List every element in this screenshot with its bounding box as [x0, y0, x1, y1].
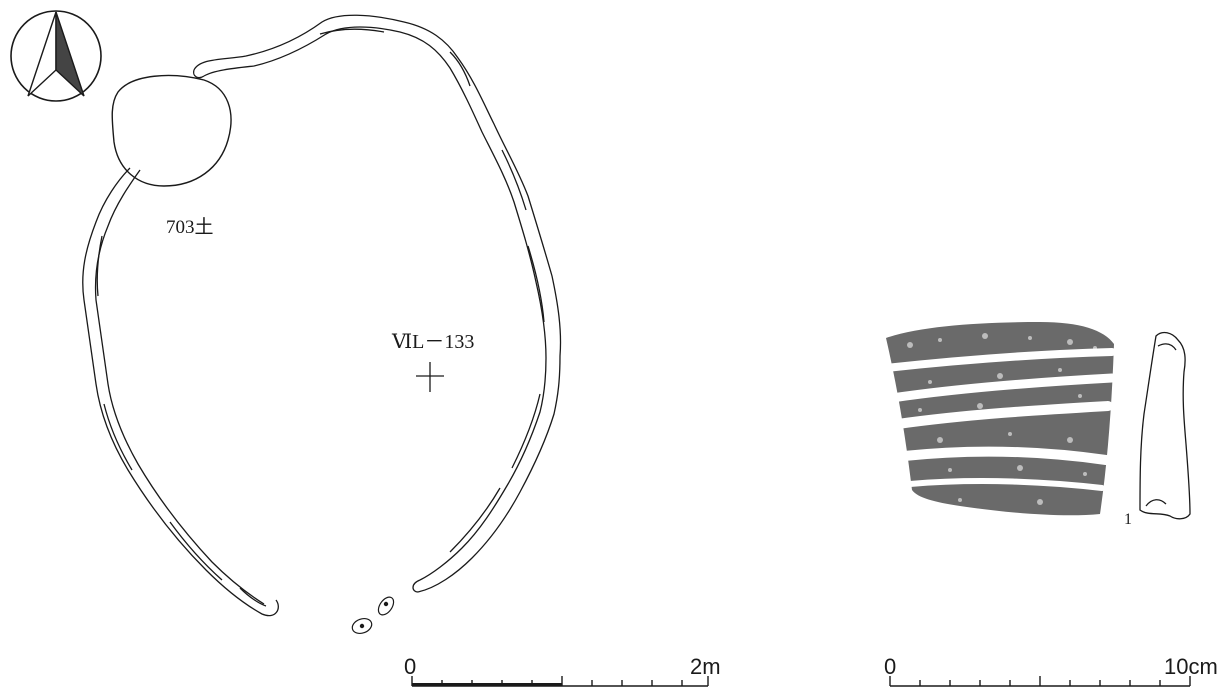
- site-scale-end: 2m: [690, 654, 721, 679]
- sherd-cross-section: [1139, 331, 1191, 520]
- scale-bar-site: [411, 676, 709, 687]
- ditch-outline: [82, 14, 562, 617]
- grid-point-marker: [416, 362, 444, 392]
- site-scale-start: 0: [404, 654, 417, 679]
- artifact-number: 1: [1124, 511, 1132, 528]
- artifact-scale-start: 0: [884, 654, 897, 679]
- grid-point-label: ⅥL－133: [392, 331, 475, 353]
- north-arrow-icon: [10, 10, 102, 102]
- artifact-scale-end: 10cm: [1164, 654, 1218, 679]
- scale-bar-artifact: [889, 676, 1191, 687]
- pit-703-outline: [111, 74, 232, 187]
- pottery-sherd-rubbing: [882, 322, 1117, 516]
- small-stones: [351, 596, 395, 635]
- pit-703-label: 703土: [166, 217, 214, 238]
